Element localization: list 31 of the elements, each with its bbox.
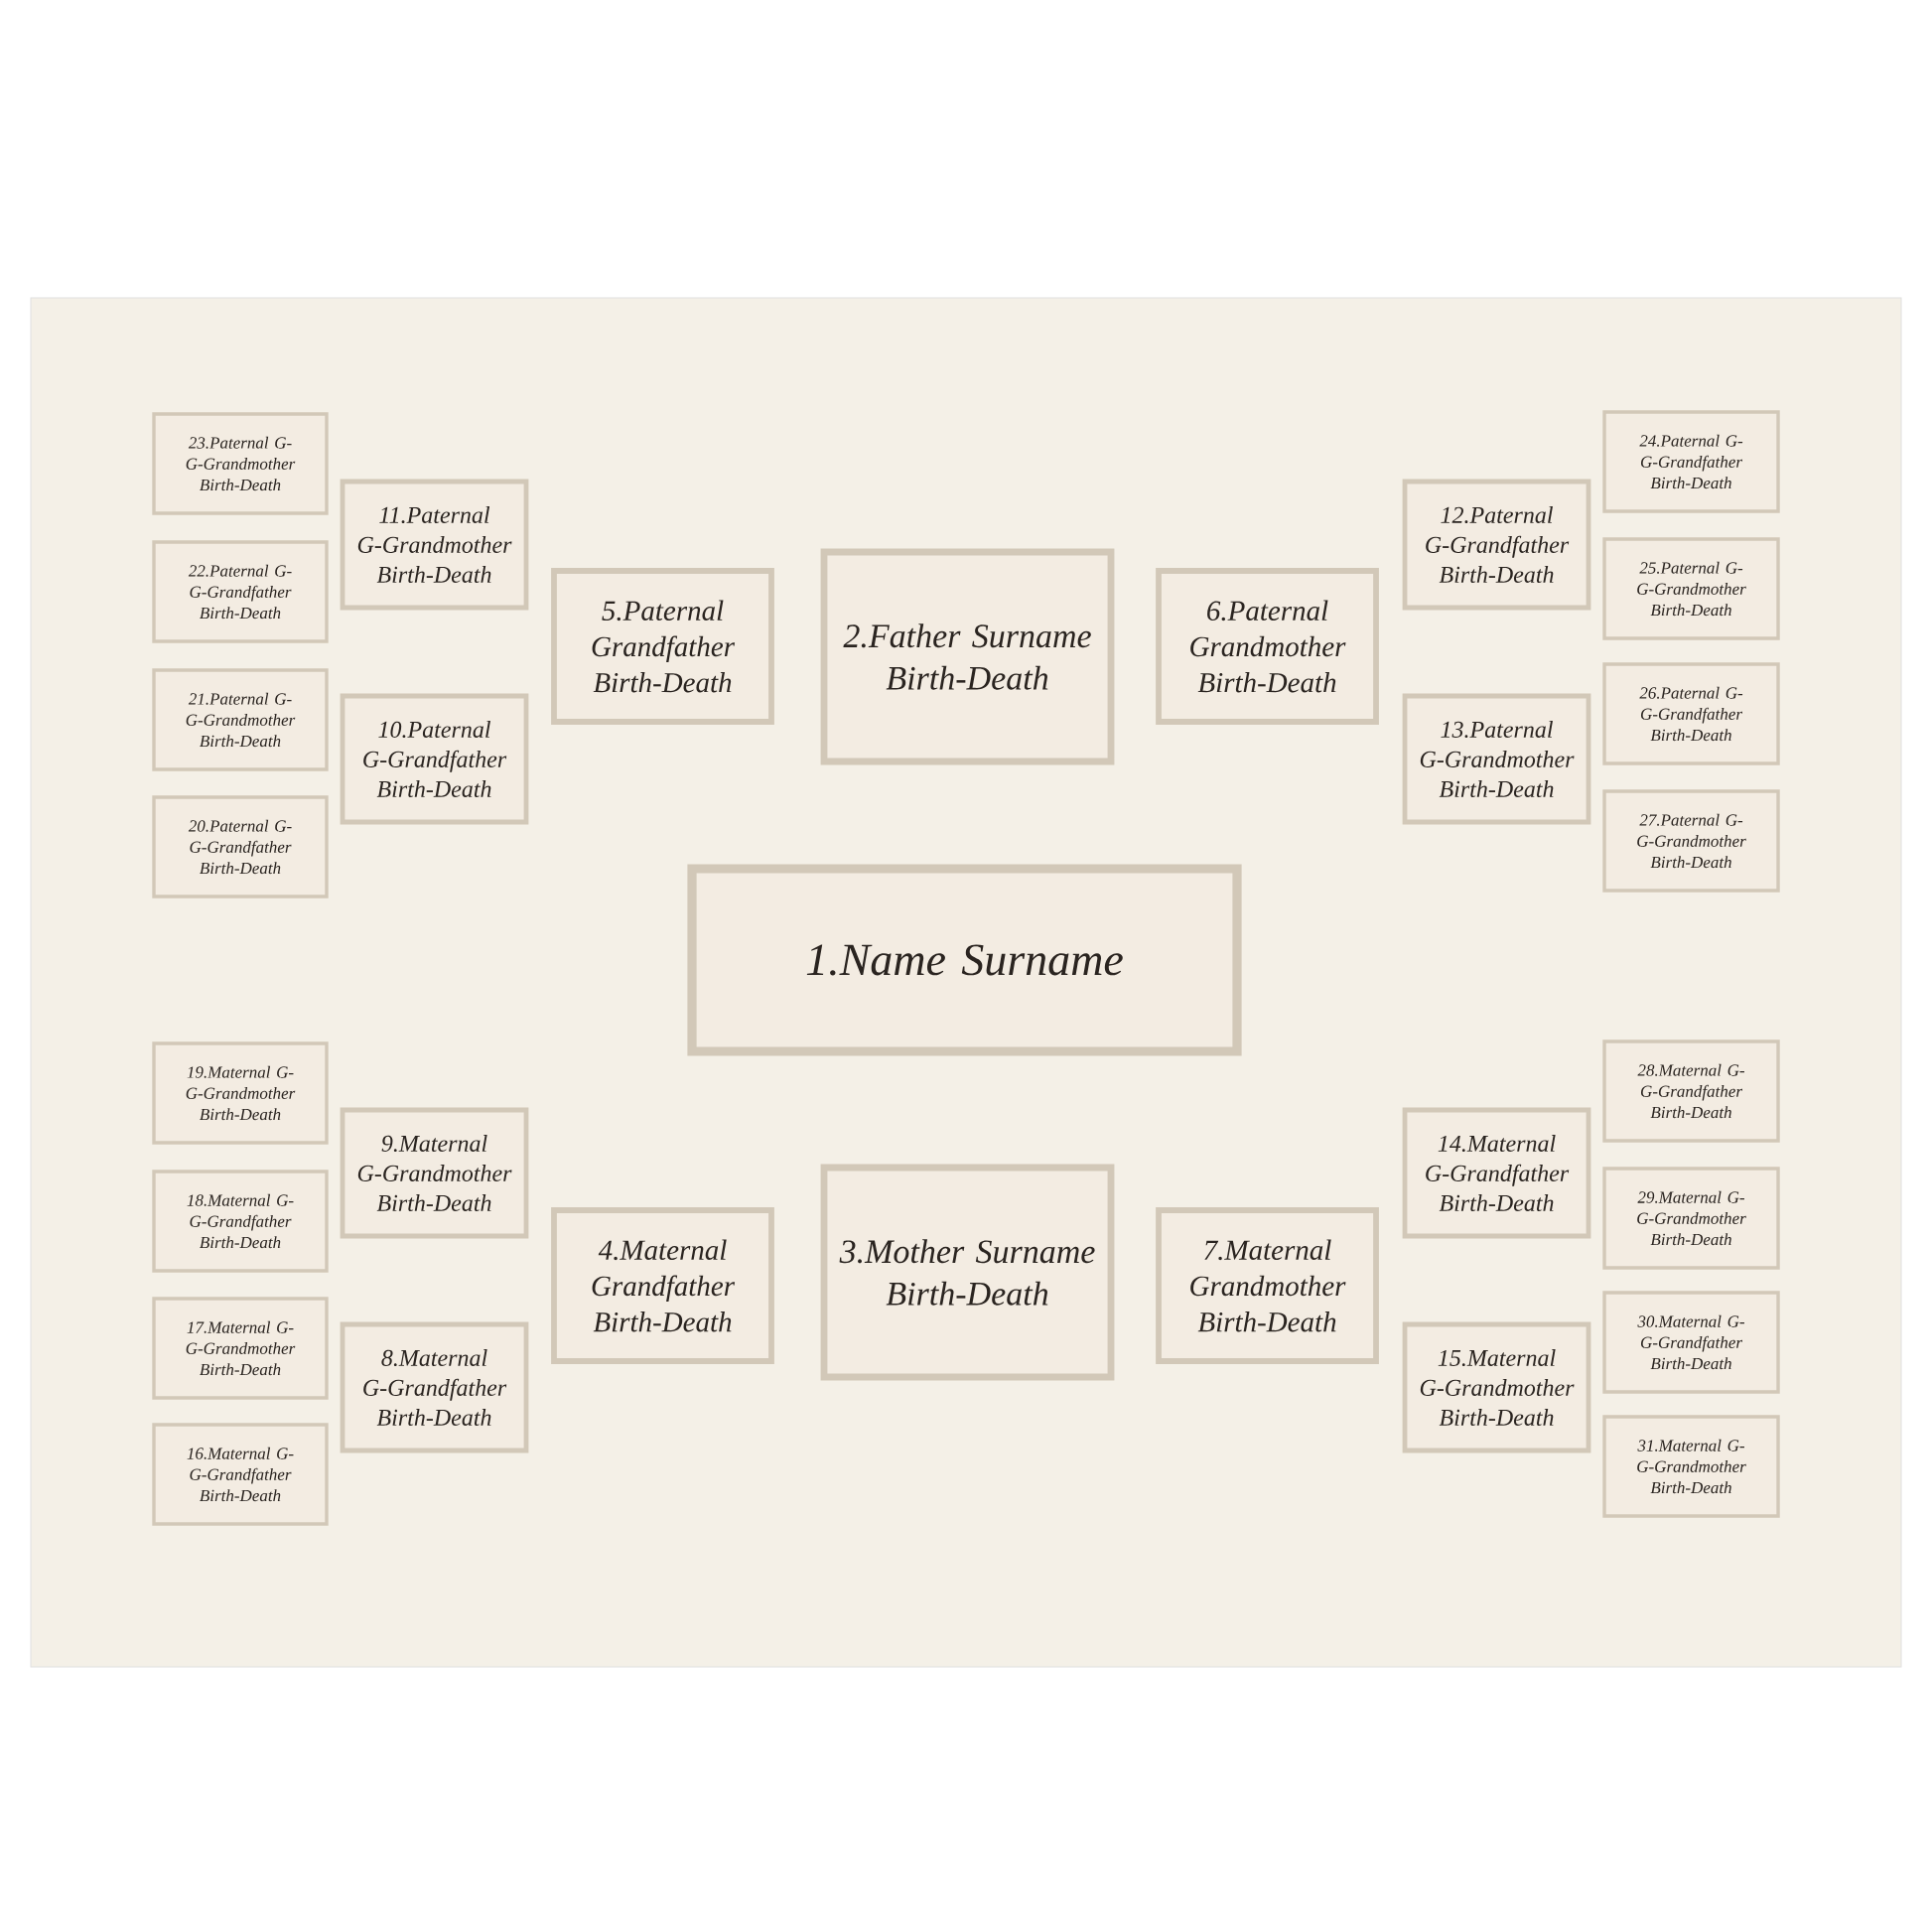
name-card: 11.Paternal G-Grandmother Birth-Death xyxy=(340,479,529,611)
name-card: 20.Paternal G-G-Grandfather Birth-Death xyxy=(152,795,329,898)
name-card: 9.Maternal G-Grandmother Birth-Death xyxy=(340,1107,529,1239)
name-card: 29.Maternal G-G-Grandmother Birth-Death xyxy=(1602,1167,1780,1270)
name-card: 21.Paternal G-G-Grandmother Birth-Death xyxy=(152,668,329,771)
name-card: 4.Maternal Grandfather Birth-Death xyxy=(551,1207,774,1364)
name-card: 12.Paternal G-Grandfather Birth-Death xyxy=(1402,479,1591,611)
name-card: 30.Maternal G-G-Grandfather Birth-Death xyxy=(1602,1291,1780,1394)
name-card: 8.Maternal G-Grandfather Birth-Death xyxy=(340,1321,529,1453)
name-card: 10.Paternal G-Grandfather Birth-Death xyxy=(340,693,529,825)
name-card: 5.Paternal Grandfather Birth-Death xyxy=(551,568,774,725)
name-card: 22.Paternal G-G-Grandfather Birth-Death xyxy=(152,540,329,643)
name-card: 28.Maternal G-G-Grandfather Birth-Death xyxy=(1602,1039,1780,1143)
name-card: 31.Maternal G-G-Grandmother Birth-Death xyxy=(1602,1415,1780,1518)
name-card: 23.Paternal G-G-Grandmother Birth-Death xyxy=(152,412,329,515)
name-card: 6.Paternal Grandmother Birth-Death xyxy=(1156,568,1379,725)
name-card: 24.Paternal G-G-Grandfather Birth-Death xyxy=(1602,410,1780,513)
name-card: 13.Paternal G-Grandmother Birth-Death xyxy=(1402,693,1591,825)
name-card: 25.Paternal G-G-Grandmother Birth-Death xyxy=(1602,537,1780,640)
name-card: 27.Paternal G-G-Grandmother Birth-Death xyxy=(1602,789,1780,893)
name-card: 2.Father Surname Birth-Death xyxy=(820,548,1115,765)
name-card: 16.Maternal G-G-Grandfather Birth-Death xyxy=(152,1423,329,1526)
name-card: 1.Name Surname xyxy=(687,864,1242,1056)
name-card: 18.Maternal G-G-Grandfather Birth-Death xyxy=(152,1170,329,1273)
name-card: 19.Maternal G-G-Grandmother Birth-Death xyxy=(152,1041,329,1145)
name-card: 15.Maternal G-Grandmother Birth-Death xyxy=(1402,1321,1591,1453)
name-card: 14.Maternal G-Grandfather Birth-Death xyxy=(1402,1107,1591,1239)
name-card: 7.Maternal Grandmother Birth-Death xyxy=(1156,1207,1379,1364)
name-card: 17.Maternal G-G-Grandmother Birth-Death xyxy=(152,1297,329,1400)
name-card: 26.Paternal G-G-Grandfather Birth-Death xyxy=(1602,662,1780,765)
name-card: 3.Mother Surname Birth-Death xyxy=(820,1164,1115,1381)
